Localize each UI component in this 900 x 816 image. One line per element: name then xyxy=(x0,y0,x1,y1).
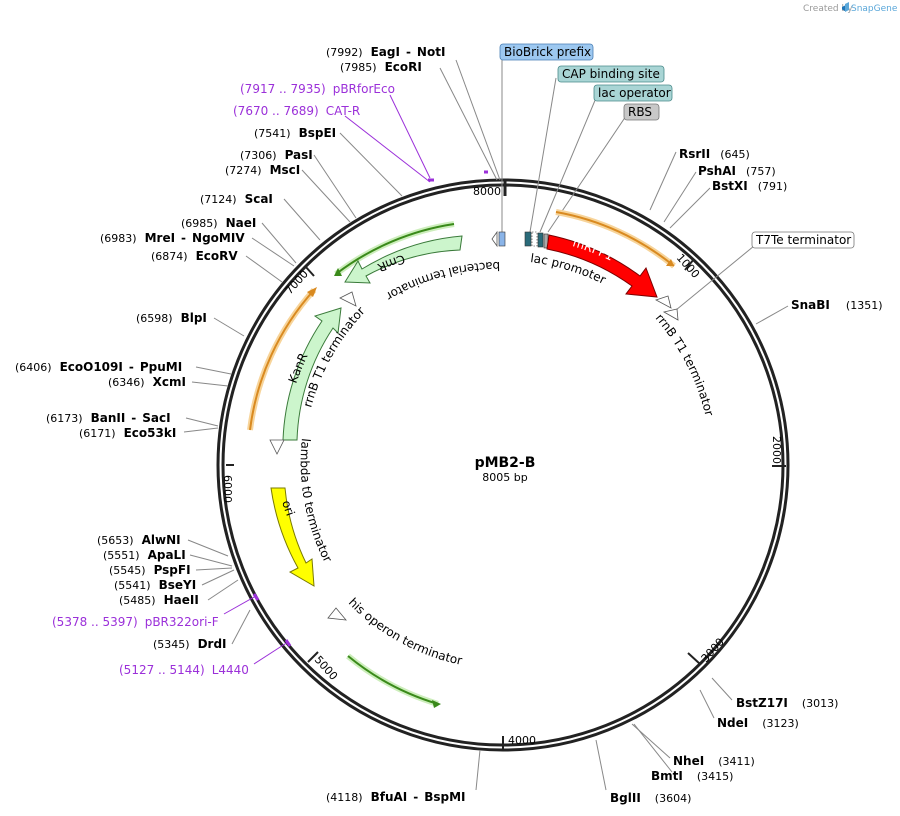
ori-arrow xyxy=(270,487,315,587)
enzyme-eagi-noti: (7992)EagI-NotI xyxy=(326,45,445,59)
enzyme-xcmi: (6346)XcmI xyxy=(108,375,186,389)
tick-label-2000: 2000 xyxy=(770,436,783,464)
enzyme-drdi: (5345)DrdI xyxy=(153,637,227,651)
enzyme-pshai: PshAI(757) xyxy=(698,164,776,178)
t7te-terminator-label: T7Te terminator xyxy=(755,233,851,247)
rrnb-t1-right-arrow-icon xyxy=(654,295,672,309)
origin-features xyxy=(491,230,549,249)
tick-label-7000: 7000 xyxy=(283,268,311,298)
primer-pbr322ori-f: (5378 .. 5397)pBR322ori-F xyxy=(52,615,219,629)
tick-mark-5000 xyxy=(307,651,319,663)
enzyme-haeii: (5485)HaeII xyxy=(119,593,199,607)
enzyme-eco53ki: (6171)Eco53kI xyxy=(79,426,176,440)
enzyme-connectors xyxy=(183,59,789,791)
enzyme-rsrii: RsrII(645) xyxy=(679,147,750,161)
lambda-t0-label: lambda t0 terminator xyxy=(298,438,335,565)
enzyme-ecoo109i-ppumi: (6406)EcoO109I-PpuMI xyxy=(15,360,182,374)
enzyme-bglii: BglII(3604) xyxy=(610,791,691,805)
credit-brand: SnapGene xyxy=(851,4,898,14)
enzyme-pspfi: (5545)PspFI xyxy=(109,563,191,577)
enzyme-bseyi: (5541)BseYI xyxy=(114,578,196,592)
plasmid-name: pMB2-B xyxy=(475,455,536,471)
enzyme-alwni: (5653)AlwNI xyxy=(97,533,181,547)
rbs-label: RBS xyxy=(628,105,652,119)
primer-l4440: (5127 .. 5144)L4440 xyxy=(119,663,249,677)
cap-binding-site-label: CAP binding site xyxy=(562,67,660,81)
enzyme-banii-saci: (6173)BanII-SacI xyxy=(46,411,171,425)
credit-text: Created by xyxy=(803,4,853,14)
enzyme-scai: (7124)ScaI xyxy=(200,192,273,206)
cap-site-block xyxy=(524,231,532,247)
tick-mark-1000 xyxy=(684,258,695,271)
snapgene-logo-icon xyxy=(842,2,849,12)
enzyme-blpi: (6598)BlpI xyxy=(136,311,207,325)
green-arc-arrowheads xyxy=(334,268,441,708)
feature-box-cap: CAP binding site xyxy=(557,65,665,83)
enzyme-apali: (5551)ApaLI xyxy=(103,548,186,562)
primer-pbrforeco: (7917 .. 7935)pBRforEco xyxy=(240,82,395,96)
enzyme-ecori: (7985)EcoRI xyxy=(340,60,422,74)
enzyme-snabi: SnaBI(1351) xyxy=(791,298,882,312)
biobrick-prefix-block xyxy=(498,231,506,247)
enzyme-drei-ngomiv: (6983)MreI-NgoMIV xyxy=(100,231,245,245)
enzyme-bmti: BmtI(3415) xyxy=(651,769,733,783)
lac-promoter-block xyxy=(531,231,538,247)
his-operon-label: his operon terminator xyxy=(346,595,464,668)
feature-box-t7te: T7Te terminator xyxy=(751,231,855,249)
feature-box-lac-operator: lac operator xyxy=(593,84,673,102)
primer-sites xyxy=(252,170,488,647)
rrnb-t1-right-label: rrnB T1 terminator xyxy=(653,311,717,417)
feature-box-biobrick: BioBrick prefix xyxy=(499,43,594,61)
enzyme-msci: (7274)MscI xyxy=(225,163,300,177)
bacterial-terminator-arrow-icon xyxy=(339,291,357,307)
cmr-arrow xyxy=(344,235,463,284)
plasmid-size: 8005 bp xyxy=(482,471,527,484)
enzyme-naei: (6985)NaeI xyxy=(181,216,256,230)
enzyme-ndei: NdeI(3123) xyxy=(717,716,799,730)
small-terminator-arrow-icon xyxy=(491,230,498,248)
tick-marks xyxy=(226,181,786,750)
lac-operator-label: lac operator xyxy=(598,86,671,100)
biobrick-prefix-label: BioBrick prefix xyxy=(504,45,591,59)
tick-mark-7000 xyxy=(304,265,315,277)
ori-label: ori xyxy=(279,499,297,518)
tick-mark-3000 xyxy=(687,652,701,665)
lambda-t0-arrow-icon xyxy=(269,439,285,455)
enzyme-bstz17i: BstZ17I(3013) xyxy=(736,696,838,710)
enzyme-bstxi: BstXI(791) xyxy=(712,179,787,193)
mrfp1-arrow xyxy=(546,234,658,298)
kanr-arrow xyxy=(282,307,342,441)
tick-label-4000: 4000 xyxy=(508,734,536,747)
primer-connectors xyxy=(223,94,431,665)
green-arcs xyxy=(334,221,455,707)
orange-arcs xyxy=(247,209,676,431)
lac-operator-block xyxy=(537,232,544,248)
primer-cat-r: (7670 .. 7689)CAT-R xyxy=(233,104,360,118)
enzyme-bfuai-bspmi: (4118)BfuAI-BspMI xyxy=(326,790,466,804)
his-operon-arrow-icon xyxy=(327,607,347,621)
feature-box-rbs: RBS xyxy=(623,103,660,121)
enzyme-ecorv: (6874)EcoRV xyxy=(151,249,238,263)
enzyme-pasi: (7306)PasI xyxy=(240,148,313,162)
tick-label-6000: 6000 xyxy=(221,475,234,503)
orange-arc-arrowheads xyxy=(307,259,674,297)
enzyme-nhei: NheI(3411) xyxy=(673,754,755,768)
enzyme-bspei: (7541)BspEI xyxy=(254,126,336,140)
rrnb-t1-right-arrow2-icon xyxy=(662,308,679,321)
tick-label-8000: 8000 xyxy=(473,185,501,198)
